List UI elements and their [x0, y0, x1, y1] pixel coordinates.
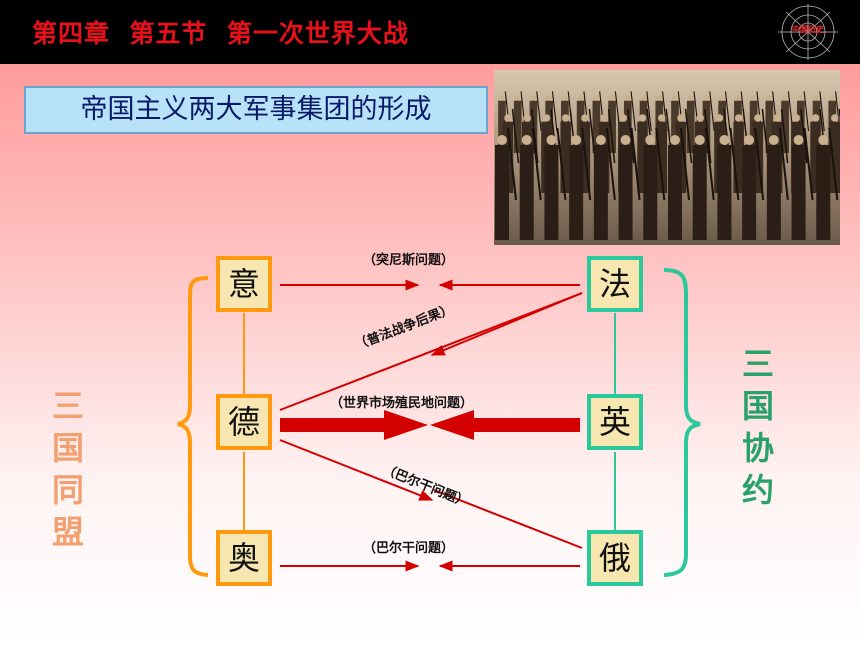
thick-arrow-britain-germany [430, 410, 580, 440]
logo-icon [778, 4, 838, 60]
country-germany: 德 [216, 394, 272, 450]
alliance-char: 国 [741, 387, 774, 425]
line-russia-germany [433, 489, 583, 549]
chapter-title: 第四章 第五节 第一次世界大战 [32, 19, 409, 48]
country-britain: 英 [587, 394, 643, 450]
soldiers-photo [494, 70, 840, 245]
thick-arrow-germany-britain [280, 410, 428, 440]
alliance-char: 同 [51, 471, 84, 509]
left-brace [177, 276, 209, 577]
alliance-char: 国 [51, 429, 84, 467]
alliance-char: 协 [741, 429, 774, 467]
line-germany-france [279, 292, 583, 411]
alliance-char: 三 [51, 387, 84, 425]
country-italy: 意 [216, 256, 272, 312]
arrow-germany-balkan [279, 439, 434, 501]
alliance-char: 三 [741, 345, 774, 383]
section-subtitle: 帝国主义两大军事集团的形成 [24, 86, 488, 134]
logo-text: 中国历史 [792, 25, 824, 34]
alliance-char: 盟 [51, 513, 84, 551]
alliance-char: 约 [741, 471, 774, 509]
issue-balkan-austria-russia: （巴尔干问题） [363, 541, 455, 556]
triple-entente-label: 三 国 协 约 [736, 343, 780, 511]
triple-alliance-label: 三 国 同 盟 [46, 385, 90, 553]
title-bar [0, 0, 860, 64]
right-brace [663, 268, 701, 577]
issue-world-market: （世界市场殖民地问题） [330, 396, 474, 411]
issue-tunisia: （突尼斯问题） [363, 253, 455, 268]
country-russia: 俄 [587, 530, 643, 586]
country-austria: 奥 [216, 530, 272, 586]
country-france: 法 [587, 256, 643, 312]
